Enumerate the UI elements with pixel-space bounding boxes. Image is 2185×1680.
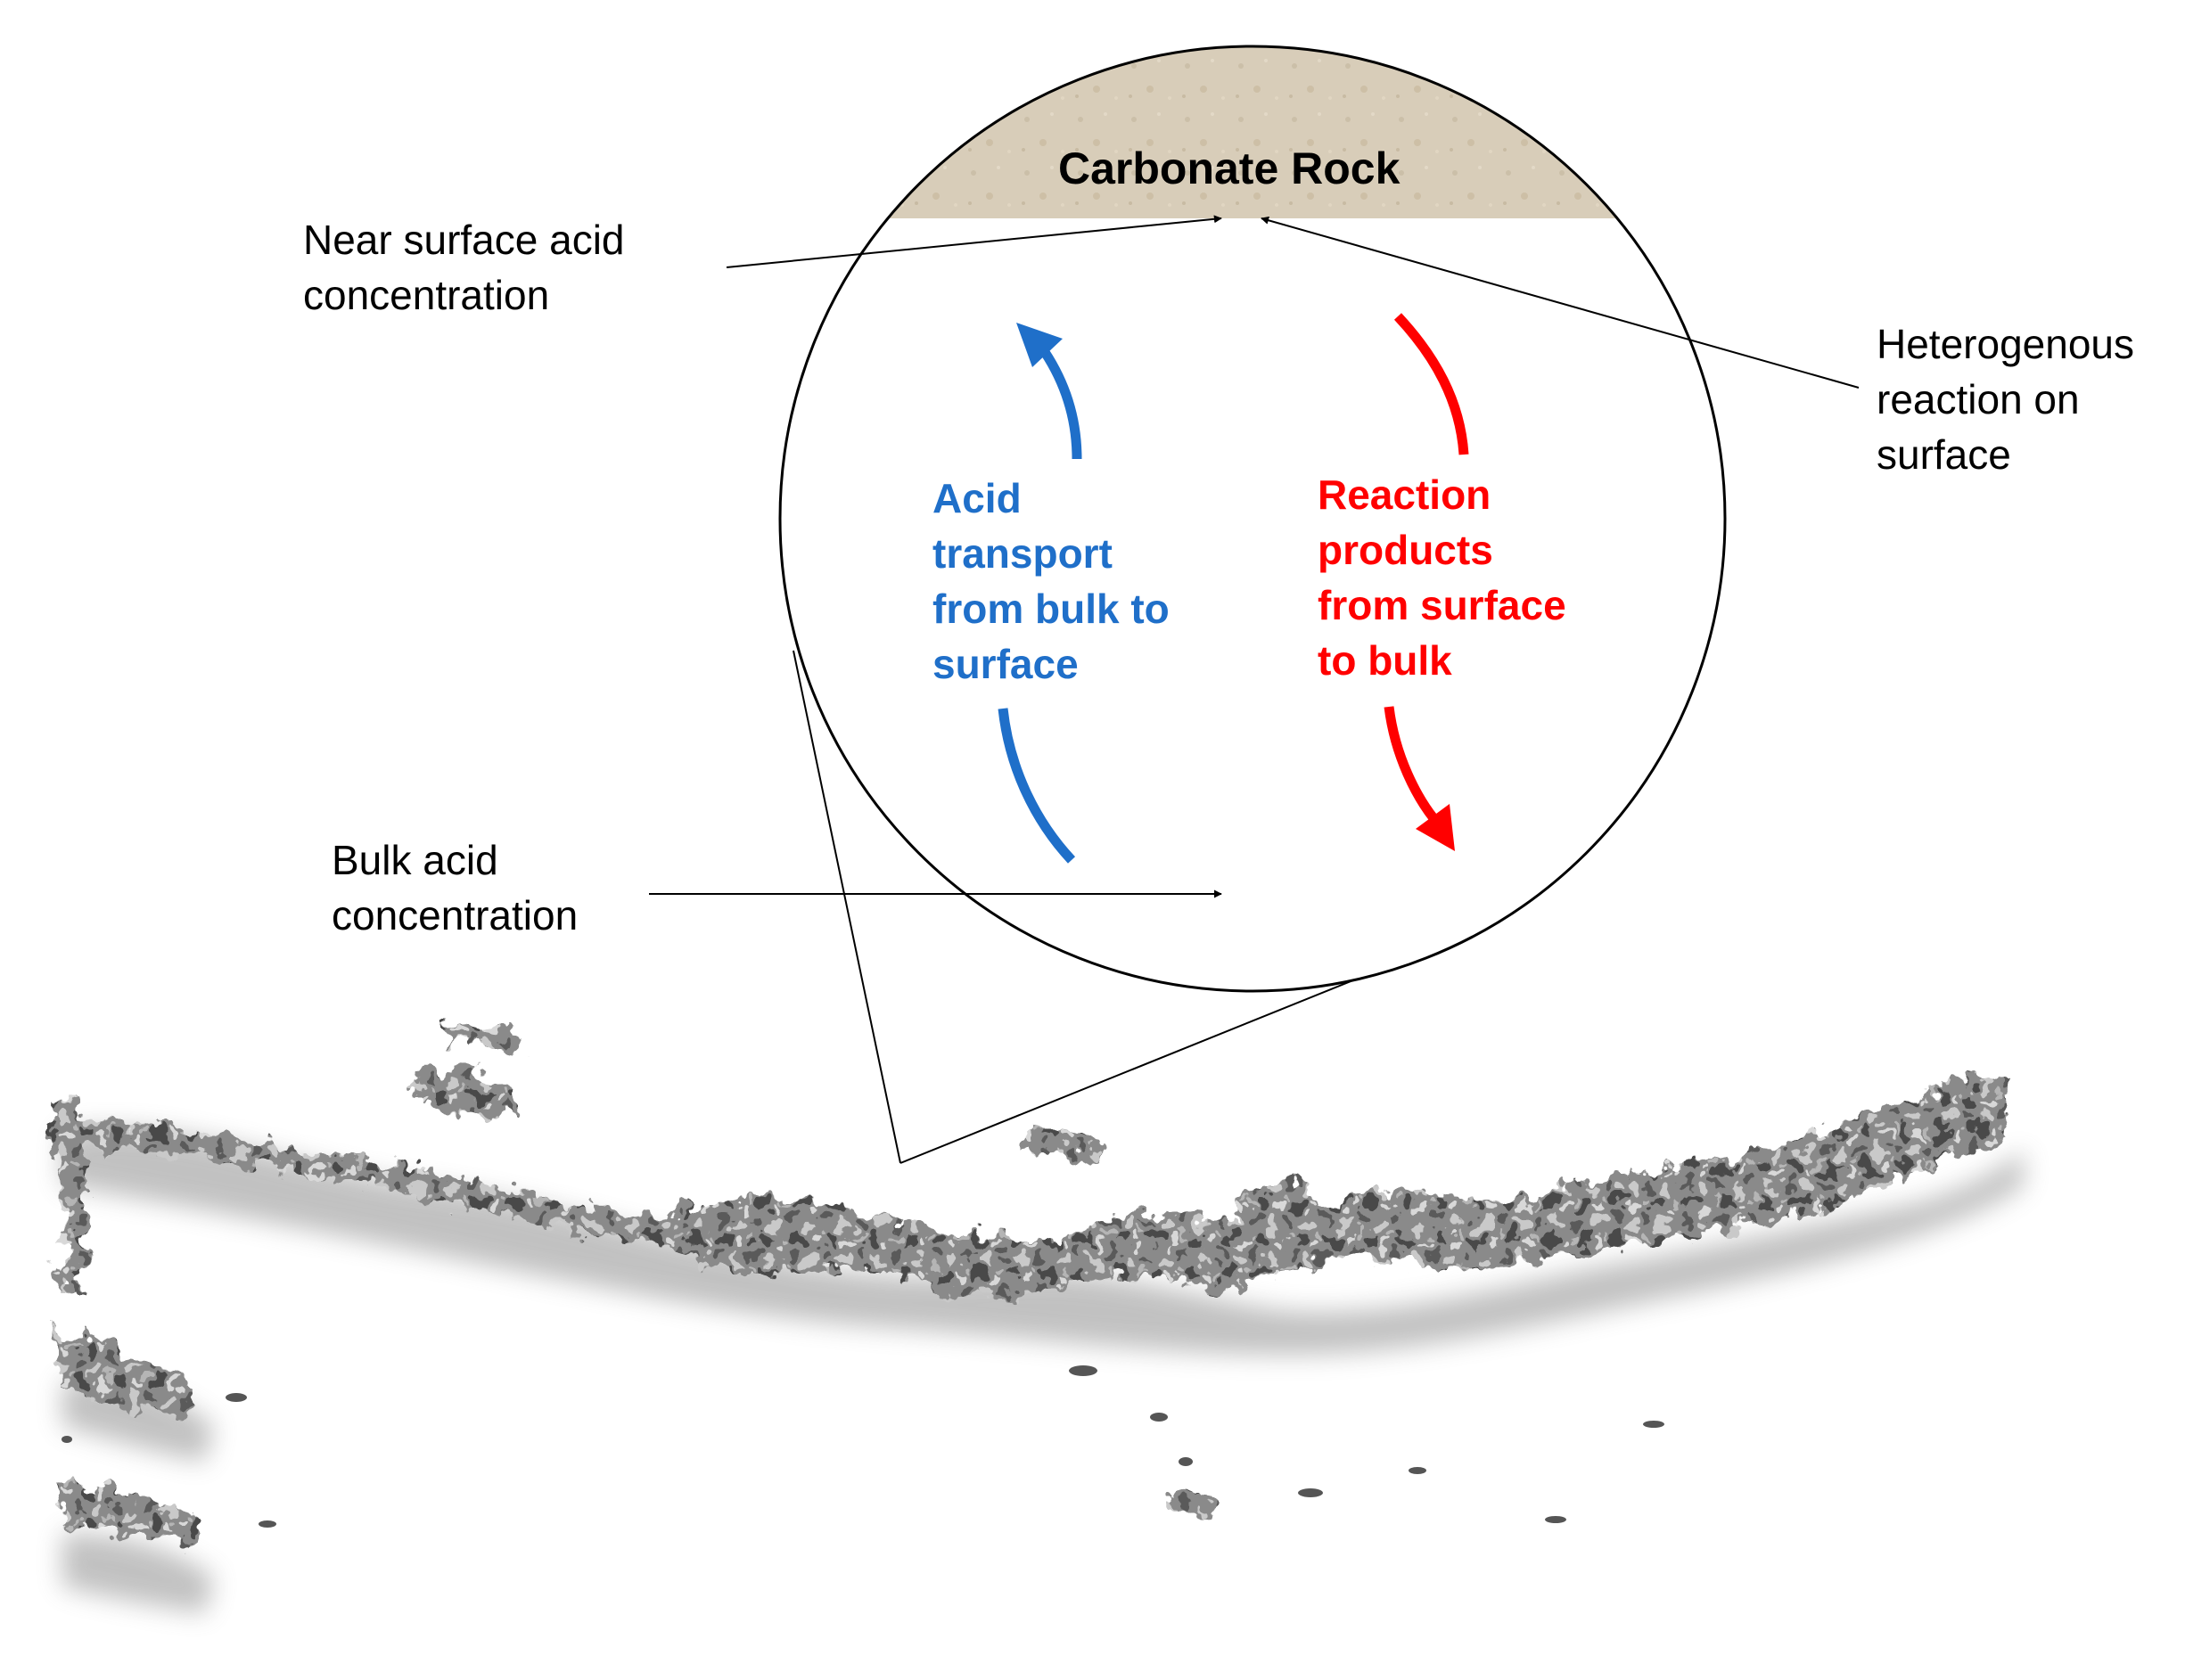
zoom-line-right: [899, 975, 1365, 1164]
bulk-acid-label: Bulk acid concentration: [332, 837, 579, 938]
carbonate-rock-label: Carbonate Rock: [1058, 143, 1401, 193]
acid-transport-label: Acid transport from bulk to surface: [932, 475, 1170, 687]
heterogeneous-pointer: [1261, 216, 1860, 389]
heterogeneous-reaction-label: Heterogenous reaction on surface: [1877, 321, 2134, 478]
reaction-products-label: Reaction products from surface to bulk: [1318, 471, 1566, 684]
zoom-line-left: [793, 650, 901, 1164]
near-surface-acid-label: Near surface acid concentration: [303, 217, 625, 318]
reaction-products-arrow-icon: [1384, 313, 1469, 851]
magnified-view-outline: [778, 45, 1727, 993]
near-surface-pointer: [726, 215, 1222, 268]
pore-network-image: [49, 1023, 2024, 1613]
acid-transport-arrow-icon: [998, 323, 1082, 864]
